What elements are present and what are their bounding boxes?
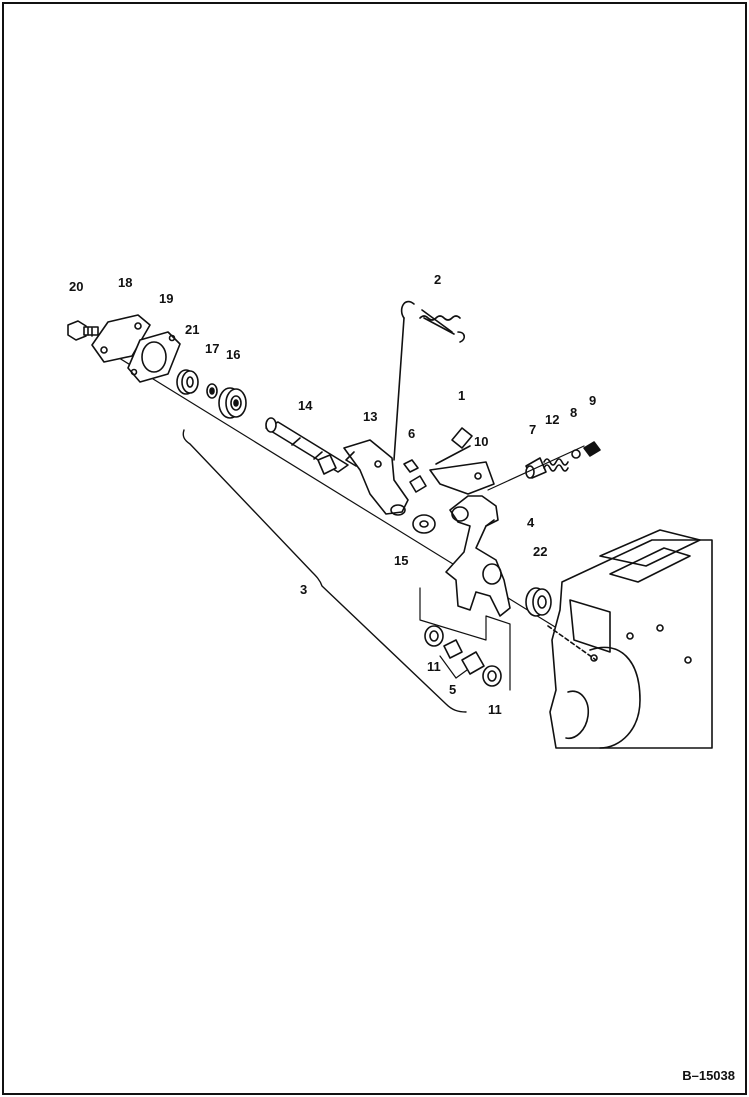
callout-15: 15 xyxy=(394,553,409,568)
callout-18: 18 xyxy=(118,275,133,290)
part-21-bearing xyxy=(176,369,199,395)
callout-4: 4 xyxy=(527,515,535,530)
callout-14: 14 xyxy=(298,398,313,413)
callout-12: 12 xyxy=(545,412,560,427)
callout-7: 7 xyxy=(529,422,537,437)
part-5-pin-lower xyxy=(461,651,485,675)
callout-16: 16 xyxy=(226,347,241,362)
callout-11-lower: 11 xyxy=(488,702,502,717)
part-1-10-bracket xyxy=(429,427,495,495)
callout-10: 10 xyxy=(474,434,489,449)
callout-3: 3 xyxy=(300,582,308,597)
callout-22: 22 xyxy=(533,544,548,559)
callout-6: 6 xyxy=(408,426,416,441)
callout-2: 2 xyxy=(434,272,442,287)
callout-21: 21 xyxy=(185,322,200,337)
spring-set-axis xyxy=(487,445,585,491)
part-16-bearing xyxy=(218,387,247,419)
figure-reference-number: B–15038 xyxy=(682,1068,735,1083)
callout-9: 9 xyxy=(589,393,597,408)
callout-1: 1 xyxy=(458,388,466,403)
part-11-bushing-lower xyxy=(482,665,502,687)
part-9-screw xyxy=(583,441,601,457)
callout-19: 19 xyxy=(159,291,174,306)
callout-5: 5 xyxy=(449,682,457,697)
part-11-bushing-upper xyxy=(424,625,444,647)
part-18-plate xyxy=(91,314,151,363)
part-20-bolt xyxy=(67,320,99,341)
part-19-gasket xyxy=(127,331,181,383)
part-2-spring xyxy=(393,300,466,461)
part-22-bearing xyxy=(525,587,552,617)
part-4-lever xyxy=(445,495,511,617)
engine-housing xyxy=(547,529,713,749)
part-15-washer xyxy=(412,514,436,534)
callout-11-upper: 11 xyxy=(427,659,441,674)
part-12-spring xyxy=(543,458,569,472)
part-5-pin-upper xyxy=(443,639,463,659)
callout-13: 13 xyxy=(363,409,378,424)
part-13-bracket xyxy=(343,439,409,516)
part-6-pin xyxy=(403,459,427,493)
part-17-ring xyxy=(206,383,218,399)
part-14-shaft xyxy=(265,417,349,475)
callout-17: 17 xyxy=(205,341,220,356)
callout-20: 20 xyxy=(69,279,84,294)
callout-8: 8 xyxy=(570,405,578,420)
part-3-assembly-bracket xyxy=(182,429,467,713)
